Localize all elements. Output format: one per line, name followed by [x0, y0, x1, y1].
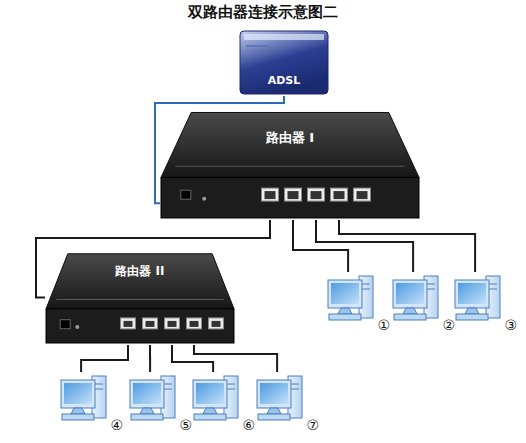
router-top	[161, 112, 419, 177]
keyboard	[194, 414, 226, 420]
monitor-screen	[64, 383, 92, 404]
monitor-frame	[455, 280, 489, 308]
router-top	[46, 254, 234, 309]
power-jack	[181, 190, 191, 199]
pc-drive	[95, 384, 103, 385]
callout-number: ①	[377, 317, 390, 334]
pc-drive	[291, 389, 299, 390]
network-cable	[339, 220, 475, 272]
computer: ⑤	[127, 372, 193, 434]
keyboard	[62, 414, 94, 420]
monitor-frame	[130, 380, 164, 408]
monitor-screen	[260, 383, 288, 404]
router-ridge	[56, 299, 223, 300]
router-ridge	[176, 166, 405, 167]
callout-number: ⑥	[242, 417, 255, 434]
pc-drive	[227, 389, 235, 390]
computer: ③	[452, 272, 518, 334]
keyboard	[258, 414, 290, 420]
computer: ⑦	[254, 372, 320, 434]
adsl-modem: ADSL	[238, 28, 330, 96]
monitor-stand	[267, 408, 281, 414]
pc-drive	[362, 284, 370, 285]
pc-drive	[362, 289, 370, 290]
callout-number: ④	[110, 417, 123, 434]
monitor-frame	[61, 380, 95, 408]
modem-highlight	[244, 34, 324, 40]
network-cable	[149, 345, 151, 372]
modem-label: ADSL	[268, 74, 301, 87]
monitor-screen	[458, 283, 486, 304]
callout-number: ⑤	[179, 417, 192, 434]
pc-drive	[227, 384, 235, 385]
modem-trim	[246, 45, 268, 47]
monitor-stand	[140, 408, 154, 414]
keyboard	[131, 414, 163, 420]
pc-drive	[427, 289, 435, 290]
monitor-stand	[338, 308, 352, 314]
monitor-screen	[196, 383, 224, 404]
callout-number: ②	[442, 317, 455, 334]
reset-hole	[75, 325, 79, 329]
computer: ⑥	[190, 372, 256, 434]
pc-drive	[164, 389, 172, 390]
computer: ②	[390, 272, 456, 334]
keyboard	[456, 314, 488, 320]
callout-number: ⑦	[306, 417, 319, 434]
computer: ④	[58, 372, 124, 434]
pc-drive	[291, 384, 299, 385]
router-front	[161, 177, 419, 218]
modem-body	[240, 31, 328, 94]
pc-drive	[489, 284, 497, 285]
pc-drive	[164, 384, 172, 385]
router-label: 路由器 I	[266, 130, 314, 146]
monitor-stand	[403, 308, 417, 314]
monitor-stand	[71, 408, 85, 414]
monitor-frame	[328, 280, 362, 308]
computer: ①	[325, 272, 391, 334]
diagram-title: 双路由器连接示意图二	[0, 3, 526, 22]
monitor-frame	[257, 380, 291, 408]
pc-drive	[489, 289, 497, 290]
keyboard	[394, 314, 426, 320]
reset-hole	[202, 197, 206, 201]
router-ports	[262, 188, 371, 201]
monitor-screen	[133, 383, 161, 404]
monitor-frame	[193, 380, 227, 408]
node-shape	[160, 108, 420, 220]
network-cable	[194, 345, 277, 372]
network-cable	[172, 345, 213, 372]
power-jack	[60, 320, 70, 329]
pc-drive	[427, 284, 435, 285]
monitor-frame	[393, 280, 427, 308]
callout-number: ③	[504, 317, 517, 334]
router-ports	[121, 318, 224, 329]
monitor-stand	[465, 308, 479, 314]
router-label: 路由器 II	[115, 264, 164, 278]
monitor-stand	[203, 408, 217, 414]
pc-drive	[95, 389, 103, 390]
monitor-screen	[396, 283, 424, 304]
network-cable	[81, 345, 128, 372]
network-cable	[316, 220, 413, 272]
router-front	[46, 309, 234, 343]
monitor-screen	[331, 283, 359, 304]
router: 路由器 I	[160, 108, 420, 220]
router: 路由器 II	[45, 250, 235, 345]
keyboard	[329, 314, 361, 320]
